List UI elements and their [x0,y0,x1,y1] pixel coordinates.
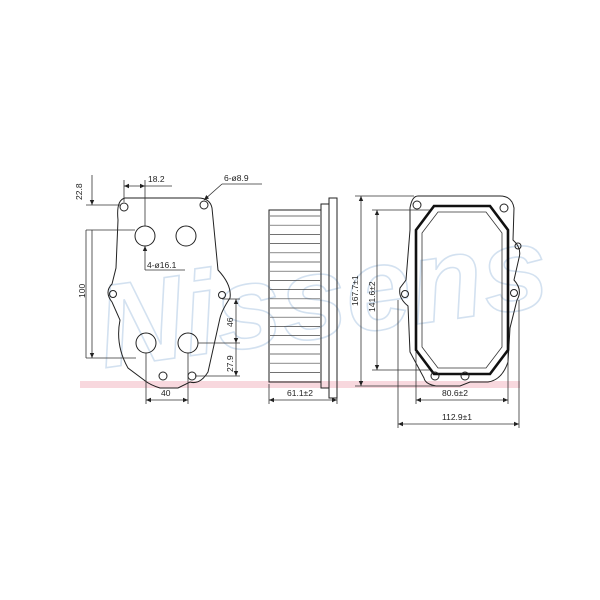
back-hole-mid-left [401,290,409,298]
dim-seal-height: 141.6±2 [367,209,430,371]
dim-offset-top-label: 22.8 [74,183,84,200]
gasket-inner [421,211,503,369]
leader-ports-label: 4-ø16.1 [147,260,177,270]
dim-offset-top: 22.8 [74,175,135,245]
watermark-text: Nissens [89,200,556,394]
mount-hole-top-right [199,200,209,210]
brand-watermark: Nissens [80,199,557,395]
dim-seal-width-label: 80.6±2 [442,388,468,398]
dim-port-spacing-label: 46 [225,317,235,327]
back-mount-holes [401,200,522,381]
back-hole-right [510,289,518,297]
back-hole-mid-right [514,242,522,250]
dim-offset-bottom-label: 27.9 [225,355,235,372]
dim-height-label: 100 [77,284,87,298]
front-plate-outline [107,197,231,389]
back-hole-top-right [499,203,509,213]
port-top-right [175,225,197,247]
dim-overall-width: 112.9±1 [397,300,520,428]
dim-seal-height-label: 141.6±2 [367,281,377,312]
mount-hole-top-left [119,202,129,212]
port-top-left [134,225,156,247]
dim-hole-spacing-label: 18.2 [148,174,165,184]
leader-ports: 4-ø16.1 [142,246,185,271]
back-hole-bottom-right [460,371,470,381]
dim-width: 40 [145,353,189,404]
dim-width-label: 40 [161,388,171,398]
leader-mount-holes-label: 6-ø8.9 [224,173,249,183]
dim-seal-width: 80.6±2 [415,352,509,404]
mount-hole-bottom-left [158,371,168,381]
back-hole-top-left [412,200,422,210]
dim-depth: 61.1±2 [268,384,338,404]
dim-depth-label: 61.1±2 [287,388,313,398]
dim-overall-height: 167.7±1 [350,195,436,387]
back-view: 167.7±1 141.6±2 80.6±2 112.9±1 [350,195,522,428]
dim-overall-width-label: 112.9±1 [442,412,472,422]
dim-overall-height-label: 167.7±1 [350,275,360,306]
gasket-outer [414,204,510,376]
side-fins [270,215,320,373]
dim-hole-spacing: 18.2 [123,174,172,226]
back-hole-bottom-left [430,371,440,381]
side-view: 61.1±2 [268,197,338,404]
front-view: 22.8 18.2 6-ø8.9 4-ø16.1 100 [74,173,262,404]
mount-hole-mid-left [109,290,117,298]
dim-port-spacing: 46 [198,298,240,344]
dim-offset-bottom: 27.9 [195,343,240,377]
mount-hole-mid-right [218,291,226,299]
leader-mount-holes: 6-ø8.9 [203,173,262,201]
dim-height: 100 [77,230,136,359]
back-plate-outline [399,195,521,387]
watermark-band [80,381,520,388]
